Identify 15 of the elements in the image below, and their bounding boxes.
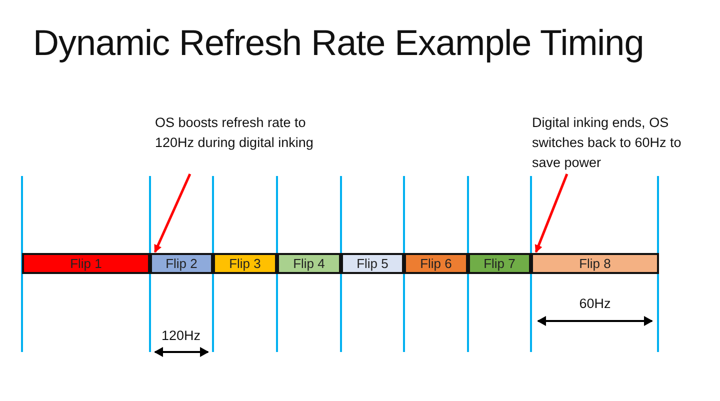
annotation-note: Digital inking ends, OS switches back to 60Hz to save power xyxy=(532,113,704,173)
flip-segment: Flip 4 xyxy=(277,253,341,274)
flip-segment: Flip 3 xyxy=(213,253,277,274)
flip-segment: Flip 5 xyxy=(341,253,404,274)
leader-arrow xyxy=(534,174,568,253)
flip-segment: Flip 6 xyxy=(404,253,468,274)
annotation-note: OS boosts refresh rate to 120Hz during digital inking xyxy=(155,113,315,153)
flip-segment: Flip 7 xyxy=(468,253,531,274)
flip-segment: Flip 1 xyxy=(22,253,150,274)
dimension-label: 60Hz xyxy=(579,296,611,311)
leader-arrow xyxy=(154,173,192,253)
title: Dynamic Refresh Rate Example Timing xyxy=(33,22,644,64)
flip-segment: Flip 8 xyxy=(531,253,659,274)
dimension-label: 120Hz xyxy=(161,328,201,343)
flip-segment: Flip 2 xyxy=(150,253,213,274)
